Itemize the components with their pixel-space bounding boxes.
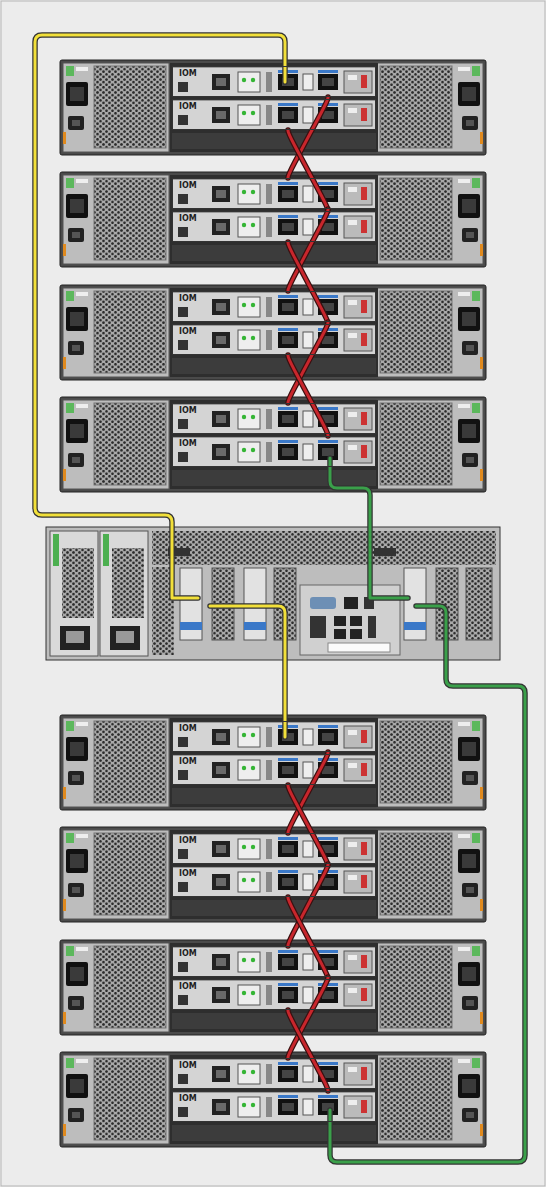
disk-shelf (60, 1052, 486, 1147)
iom-module: IOM (172, 99, 376, 130)
cable-core (288, 242, 328, 324)
module-label: IOM (178, 440, 198, 449)
iom-module: IOM (172, 324, 376, 355)
iom-module: IOM (172, 1091, 376, 1122)
iom-module: IOM (172, 1058, 376, 1089)
iom-module: IOM (172, 721, 376, 752)
sas-cable (288, 130, 328, 211)
iom-module: IOM (172, 66, 376, 97)
module-label: IOM (178, 1095, 198, 1104)
iom-module: IOM (172, 979, 376, 1010)
module-label: IOM (178, 407, 198, 416)
sas-cable (288, 785, 328, 866)
iom-module: IOM (172, 291, 376, 322)
cable-outline (288, 897, 328, 979)
iom-module: IOM (172, 833, 376, 864)
disk-shelf (60, 285, 486, 380)
sas-cable (288, 897, 328, 979)
module-label: IOM (178, 870, 198, 879)
cable-outline (288, 130, 328, 211)
iom-module: IOM (172, 436, 376, 467)
sas-cable (288, 1010, 328, 1091)
iom-module: IOM (172, 866, 376, 897)
disk-shelf (60, 715, 486, 810)
disk-shelf (60, 827, 486, 922)
iom-module: IOM (172, 754, 376, 785)
cable-outline (288, 1010, 328, 1091)
disk-shelf (60, 60, 486, 155)
module-label: IOM (178, 103, 198, 112)
module-label: IOM (178, 1062, 198, 1071)
cable-core (288, 355, 328, 436)
module-label: IOM (178, 182, 198, 191)
module-label: IOM (178, 328, 198, 337)
module-label: IOM (178, 215, 198, 224)
module-label: IOM (178, 950, 198, 959)
sas-cable (288, 355, 328, 436)
module-label: IOM (178, 983, 198, 992)
disk-shelf (60, 172, 486, 267)
iom-module: IOM (172, 178, 376, 209)
yellow-cable (35, 35, 285, 737)
module-label: IOM (178, 725, 198, 734)
cable-outline (288, 785, 328, 866)
cable-core (288, 785, 328, 866)
sas-cable (288, 242, 328, 324)
cable-core (288, 897, 328, 979)
module-label: IOM (178, 758, 198, 767)
iom-module: IOM (172, 946, 376, 977)
module-label: IOM (178, 70, 198, 79)
disk-shelf (60, 397, 486, 492)
module-label: IOM (178, 295, 198, 304)
cable-core (288, 1010, 328, 1091)
green-cable (330, 458, 525, 1162)
controller-server (46, 527, 500, 660)
cable-outline (288, 242, 328, 324)
module-label: IOM (178, 837, 198, 846)
cable-core (288, 130, 328, 211)
iom-module: IOM (172, 211, 376, 242)
iom-module: IOM (172, 403, 376, 434)
disk-shelf (60, 940, 486, 1035)
cable-outline (288, 355, 328, 436)
